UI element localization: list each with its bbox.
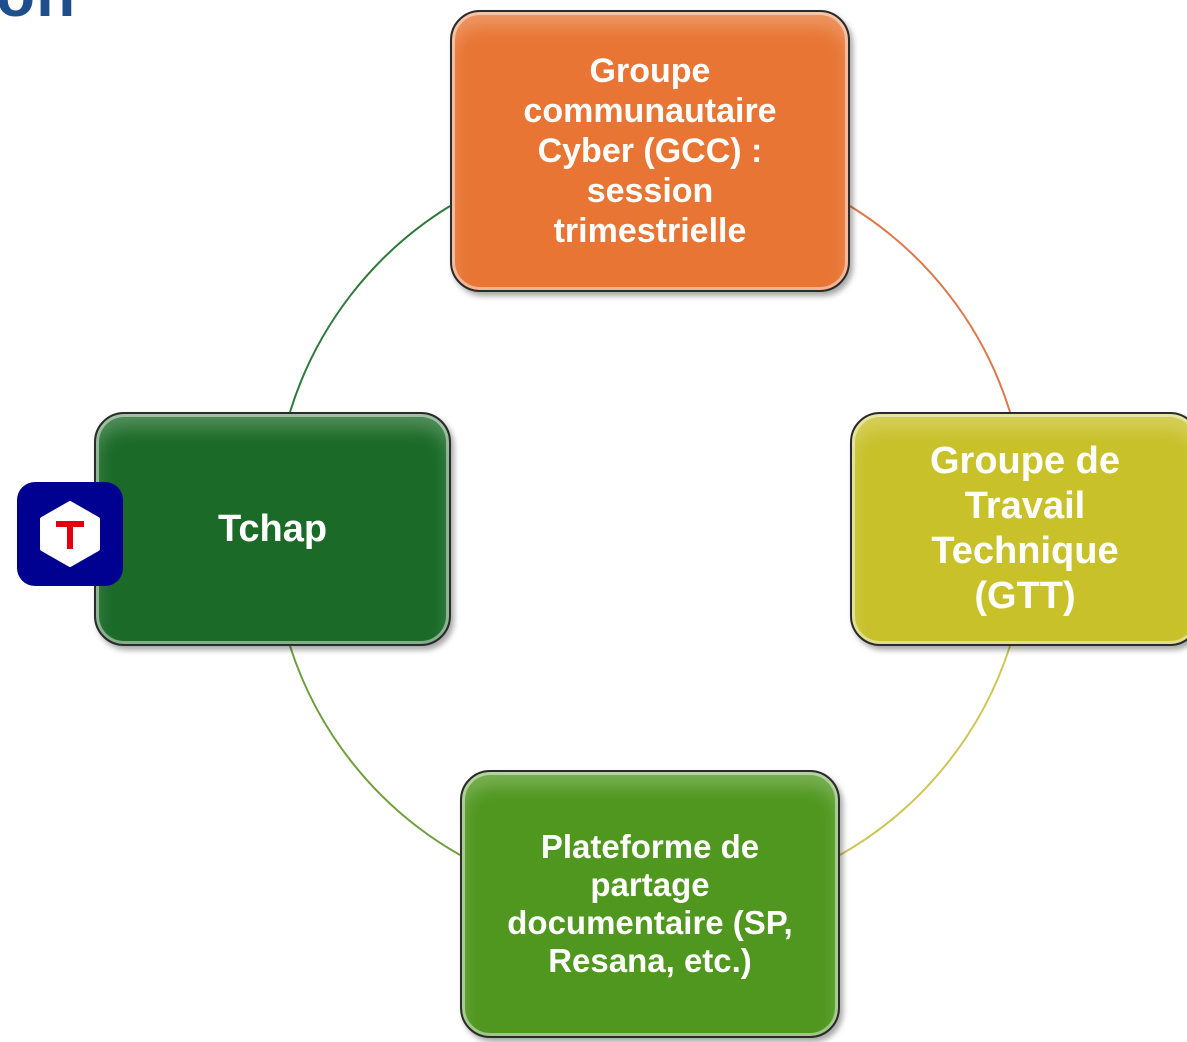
- node-gcc: Groupe communautaire Cyber (GCC) : sessi…: [450, 10, 850, 292]
- node-gtt-label: Groupe de Travail Technique (GTT): [929, 440, 1121, 617]
- node-tchap: Tchap: [94, 412, 451, 646]
- connector-plateforme-to-tchap: [289, 645, 461, 856]
- page-title-fragment: on: [0, 0, 76, 26]
- node-tchap-label: Tchap: [217, 507, 328, 550]
- tchap-logo-icon: [17, 482, 123, 586]
- connector-gcc-to-gtt: [849, 205, 1011, 413]
- node-plateforme: Plateforme de partage documentaire (SP, …: [460, 770, 840, 1038]
- connector-tchap-to-gcc: [289, 205, 451, 413]
- node-gcc-label: Groupe communautaire Cyber (GCC) : sessi…: [523, 52, 777, 250]
- tchap-hexagon-icon: [40, 501, 100, 567]
- node-plateforme-label: Plateforme de partage documentaire (SP, …: [507, 828, 793, 979]
- node-gtt: Groupe de Travail Technique (GTT): [850, 412, 1187, 646]
- connector-gtt-to-plateforme: [839, 645, 1011, 856]
